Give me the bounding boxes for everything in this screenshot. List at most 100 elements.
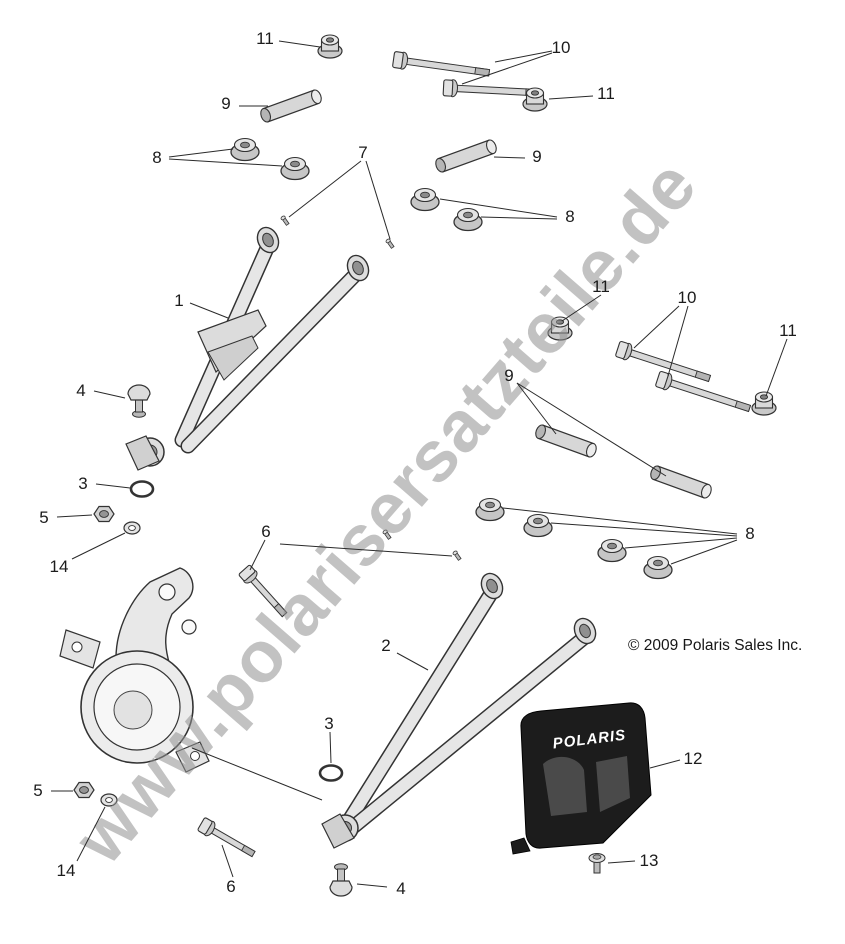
part-bolt-medium: [196, 816, 259, 862]
leader-line: [71, 532, 126, 560]
part-flange-nut: [522, 87, 548, 112]
leader-line: [516, 382, 667, 477]
part-sleeve-spacer: [533, 423, 599, 459]
callout-11-far-right: 11: [779, 321, 797, 340]
callout-10-mid: 10: [678, 288, 697, 307]
callout-12: 12: [684, 749, 703, 768]
knuckle-steering-tab-hole: [71, 641, 83, 653]
part-bushing: [475, 497, 505, 522]
part-bushing: [410, 187, 440, 212]
upper-arm-bushing-eye-front: [256, 226, 280, 254]
leader-line: [670, 539, 738, 565]
part-bushing: [280, 156, 310, 181]
skid-plate-mount-hook: [510, 837, 531, 855]
part-sleeve-spacer: [258, 88, 324, 124]
part-bolt-long: [442, 78, 541, 102]
part-ball-joint: [127, 384, 151, 418]
part-bushing: [523, 513, 553, 538]
callout-2: 2: [381, 636, 390, 655]
leader-line: [548, 95, 594, 100]
upper-arm-bushing-eye-rear: [346, 254, 370, 282]
leader-line: [168, 158, 283, 167]
leader-line: [765, 338, 788, 397]
leader-line: [189, 302, 229, 319]
leader-line: [221, 844, 234, 878]
callout-6-lower: 6: [226, 877, 235, 896]
callout-3-upper: 3: [78, 474, 87, 493]
part-snap-ring: [318, 764, 344, 782]
leader-line: [76, 806, 106, 862]
callout-6-upper: 6: [261, 522, 270, 541]
callout-8-left: 8: [152, 148, 161, 167]
callout-8-upper-right: 8: [565, 207, 574, 226]
callout-4-lower: 4: [396, 879, 405, 898]
skid-plate-relief-left: [543, 756, 587, 816]
callout-14-lower: 14: [57, 861, 76, 880]
callout-1: 1: [174, 291, 183, 310]
callout-9-mid: 9: [504, 366, 513, 385]
callout-14-upper: 14: [50, 557, 69, 576]
skid-plate-body: [520, 702, 652, 849]
part-sleeve-spacer: [433, 138, 499, 174]
callout-11-upper-right: 11: [597, 84, 615, 103]
part-washer: [123, 521, 141, 535]
part-flange-nut: [751, 391, 777, 416]
lower-arm-socket-cup: [321, 813, 355, 849]
leader-line: [191, 747, 323, 801]
knuckle-caliper-eye: [181, 619, 197, 635]
leader-line: [95, 483, 131, 489]
leader-line: [561, 294, 602, 322]
leader-line: [329, 731, 332, 764]
leader-lines: [51, 40, 788, 888]
leader-line: [279, 543, 453, 557]
part-upper-a-arm: [125, 226, 370, 471]
part-lower-a-arm: [321, 572, 597, 849]
leader-line: [461, 52, 553, 85]
part-flange-nut: [317, 34, 343, 59]
part-bushing: [643, 555, 673, 580]
callout-10-top: 10: [552, 38, 571, 57]
leader-line: [168, 148, 234, 158]
leader-line: [93, 390, 126, 399]
leader-line: [607, 860, 636, 864]
leader-line: [396, 652, 429, 671]
leader-line: [502, 507, 738, 535]
leader-line: [494, 50, 553, 63]
lower-arm-bushing-eye-front: [480, 572, 504, 600]
callout-5-upper: 5: [39, 508, 48, 527]
callout-8-lower-right: 8: [745, 524, 754, 543]
leader-line: [516, 382, 557, 435]
lower-arm-tube-rear-fill: [346, 631, 591, 834]
upper-arm-bracket-flange: [207, 335, 259, 381]
leader-line: [667, 305, 689, 377]
leader-line: [56, 514, 93, 518]
part-bushing: [453, 207, 483, 232]
leader-line: [365, 160, 391, 240]
leader-line: [278, 40, 321, 48]
upper-arm-socket-cup: [125, 435, 160, 471]
lower-arm-tube-front-fill: [342, 586, 498, 828]
part-bolt-long: [391, 50, 491, 82]
part-bushing: [597, 538, 627, 563]
callout-9-upper-left: 9: [221, 94, 230, 113]
leader-line: [493, 156, 526, 159]
copyright-notice: © 2009 Polaris Sales Inc.: [628, 637, 802, 654]
lower-arm-bushing-eye-rear: [573, 617, 597, 645]
part-sleeve-spacer: [648, 464, 714, 500]
skid-plate-relief-right: [596, 756, 630, 812]
leader-line: [249, 539, 266, 571]
leader-line: [480, 216, 558, 220]
part-grease-fitting: [451, 549, 463, 562]
leader-line: [649, 759, 681, 769]
leader-line: [633, 305, 680, 349]
callout-7: 7: [358, 143, 367, 162]
leader-line: [288, 160, 362, 218]
callout-5-lower: 5: [33, 781, 42, 800]
knuckle-lower-tab-hole: [190, 751, 200, 761]
part-screw: [588, 853, 606, 874]
part-knuckle: [59, 567, 210, 773]
leader-line: [356, 883, 388, 888]
part-skid-plate: POLARIS: [510, 702, 652, 855]
